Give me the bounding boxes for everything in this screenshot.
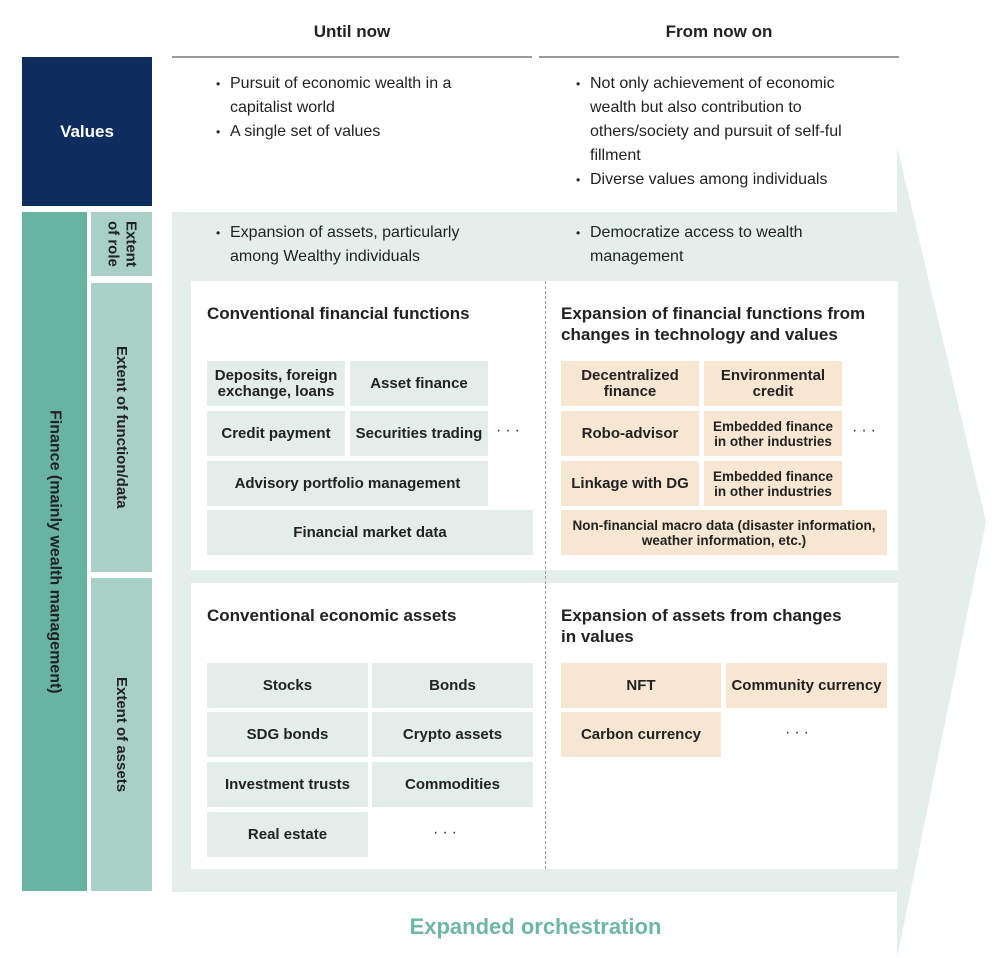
function-box: Asset finance	[350, 361, 488, 406]
conventional-functions-title: Conventional financial functions	[207, 304, 470, 323]
asset-box: Bonds	[372, 663, 533, 708]
function-box: Embedded finance in other industries	[704, 411, 842, 456]
column-divider-left	[172, 56, 532, 58]
role-from-now-on: Democratize access to wealth management	[576, 221, 836, 269]
ellipsis: ···	[852, 422, 880, 439]
function-box: Financial market data	[207, 510, 533, 555]
extent-of-function-label: Extent of function/data	[91, 283, 152, 572]
asset-box: SDG bonds	[207, 712, 368, 757]
column-divider-right	[539, 56, 899, 58]
function-box: Securities trading	[350, 411, 488, 456]
bullet-item: A single set of values	[216, 120, 496, 144]
extent-of-assets-label: Extent of assets	[91, 578, 152, 891]
asset-box: Crypto assets	[372, 712, 533, 757]
ellipsis: ···	[433, 824, 461, 841]
asset-box: Commodities	[372, 762, 533, 807]
asset-box: Real estate	[207, 812, 368, 857]
function-box: Decentralized finance	[561, 361, 699, 406]
function-box: Linkage with DG	[561, 461, 699, 506]
function-box: Deposits, foreign exchange, loans	[207, 361, 345, 406]
values-until-now: Pursuit of economic wealth in a capitali…	[216, 72, 496, 144]
function-box: Advisory portfolio management	[207, 461, 488, 506]
asset-box: Community currency	[726, 663, 887, 708]
function-box: Credit payment	[207, 411, 345, 456]
ellipsis: ···	[496, 422, 524, 439]
function-box: Robo-advisor	[561, 411, 699, 456]
finance-label: Finance (mainly wealth management)	[22, 212, 87, 891]
extent-of-role-label: Extent of role	[91, 212, 152, 276]
expanded-orchestration-label: Expanded orchestration	[409, 914, 662, 939]
asset-box: NFT	[561, 663, 721, 708]
role-until-now: Expansion of assets, particularly among …	[216, 221, 486, 269]
asset-box: Investment trusts	[207, 762, 368, 807]
asset-box: Stocks	[207, 663, 368, 708]
bullet-item: Diverse values among individuals	[576, 168, 876, 192]
function-box: Environmental credit	[704, 361, 842, 406]
function-box: Non-financial macro data (disaster infor…	[561, 510, 887, 555]
column-header-from-now-on: From now on	[665, 22, 773, 41]
bullet-item: Pursuit of economic wealth in a capitali…	[216, 72, 496, 120]
center-divider	[545, 281, 546, 869]
values-label: Values	[22, 57, 152, 206]
column-header-until-now: Until now	[313, 22, 391, 41]
ellipsis: ···	[785, 724, 813, 741]
expansion-assets-title: Expansion of assets from changes in valu…	[561, 606, 842, 646]
asset-box: Carbon currency	[561, 712, 721, 757]
bullet-item: Democratize access to wealth management	[576, 221, 836, 269]
bullet-item: Not only achievement of economic wealth …	[576, 72, 876, 168]
expansion-functions-title: Expansion of financial functions from ch…	[561, 304, 866, 344]
bullet-item: Expansion of assets, particularly among …	[216, 221, 486, 269]
values-from-now-on: Not only achievement of economic wealth …	[576, 72, 876, 192]
conventional-assets-title: Conventional economic assets	[207, 606, 457, 625]
function-box: Embedded finance in other industries	[704, 461, 842, 506]
